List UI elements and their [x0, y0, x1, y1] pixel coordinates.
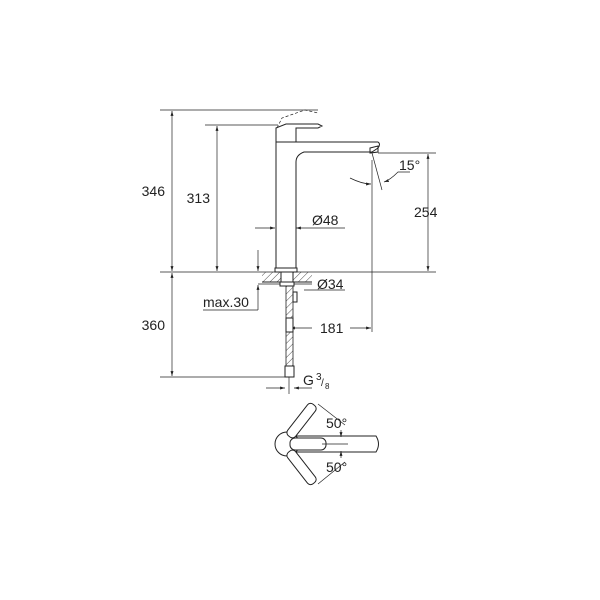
dim-connection-slash: /: [321, 378, 324, 389]
dim-handle-angle-up: 50°: [326, 415, 347, 431]
faucet-top-view: [274, 402, 379, 486]
faucet-side-view: [262, 109, 380, 394]
dim-body-diameter: Ø48: [312, 212, 339, 228]
dim-spout-angle: 15°: [399, 157, 420, 173]
dim-hose-length: 360: [142, 317, 166, 333]
dim-spout-height: 254: [414, 204, 438, 220]
dim-shank-diameter: Ø34: [317, 276, 344, 292]
dim-connection-g: G: [303, 372, 314, 388]
dimension-lines: [170, 111, 430, 390]
dim-total-height: 346: [142, 183, 166, 199]
dim-spout-reach: 181: [320, 320, 344, 336]
dim-handle-height: 313: [187, 190, 211, 206]
dim-connection-num: 3: [316, 372, 322, 383]
dim-handle-angle-down: 50°: [326, 459, 347, 475]
dim-connection-den: 8: [325, 382, 330, 391]
extension-lines: [160, 109, 436, 378]
dim-max-thickness: max.30: [203, 294, 249, 310]
